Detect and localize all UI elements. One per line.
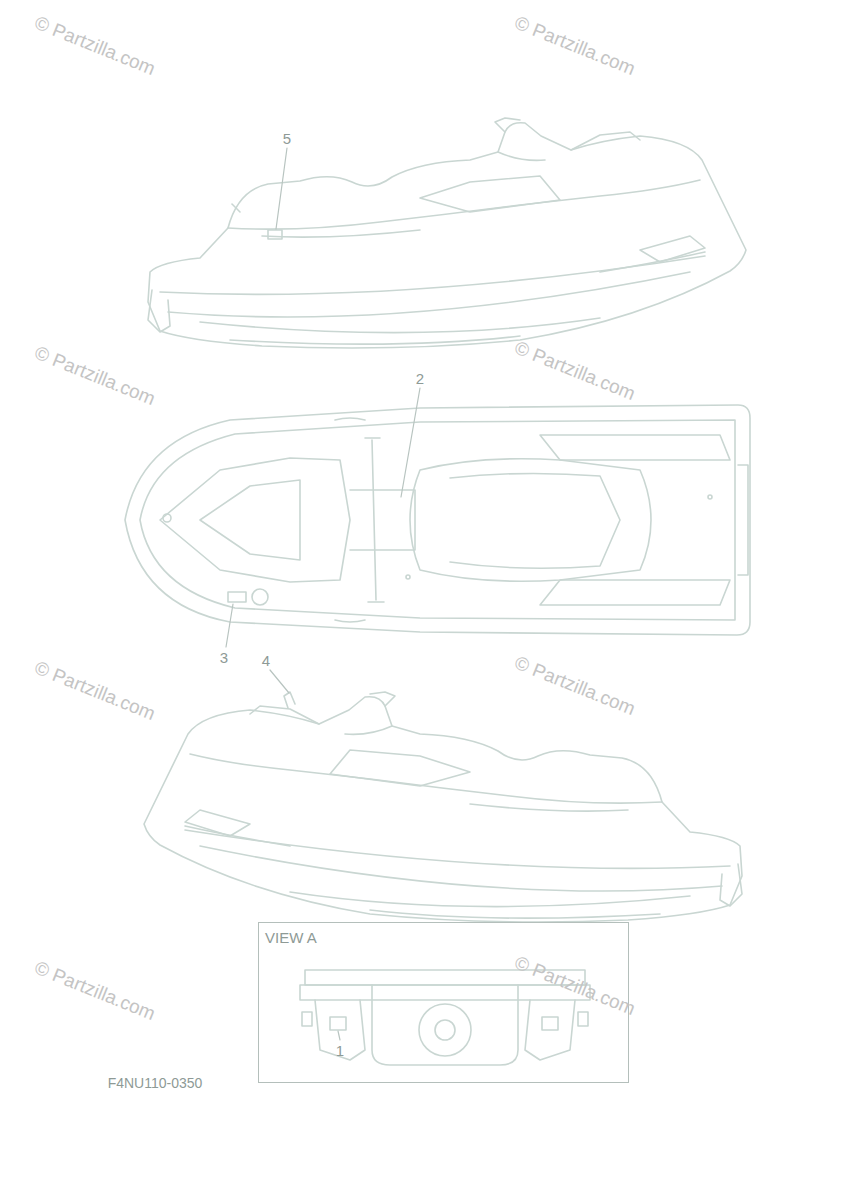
watermark: © Partzilla.com bbox=[512, 337, 638, 403]
watermark: © Partzilla.com bbox=[512, 652, 638, 718]
callout-number: 3 bbox=[220, 650, 228, 665]
drawing-code: F4NU110-0350 bbox=[108, 1076, 203, 1090]
callout-number: 1 bbox=[336, 1043, 344, 1058]
leader-lines bbox=[226, 148, 420, 1040]
view-frame: VIEW A bbox=[258, 922, 629, 1083]
watermark: © Partzilla.com bbox=[512, 12, 638, 78]
view-title: VIEW A bbox=[265, 929, 622, 946]
side-view bbox=[148, 118, 746, 348]
side-view-mirrored bbox=[144, 692, 742, 922]
watermark: © Partzilla.com bbox=[32, 957, 158, 1023]
watermark: © Partzilla.com bbox=[32, 657, 158, 723]
callout-number: 5 bbox=[283, 131, 291, 146]
watermark: © Partzilla.com bbox=[32, 12, 158, 78]
callout-number: 4 bbox=[262, 653, 270, 668]
callout-number: 2 bbox=[416, 371, 424, 386]
watermark: © Partzilla.com bbox=[32, 342, 158, 408]
top-view bbox=[125, 405, 750, 635]
